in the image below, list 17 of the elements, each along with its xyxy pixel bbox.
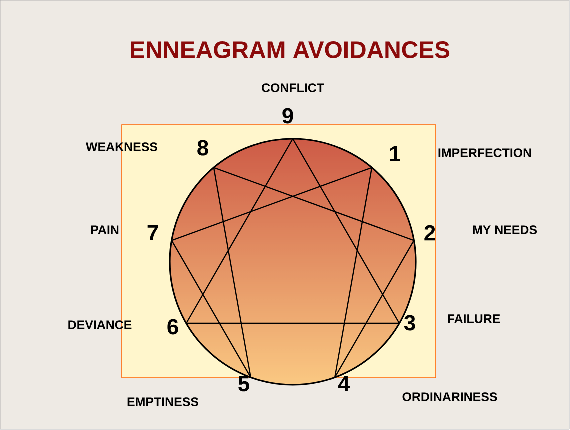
- point-number: 2: [424, 225, 436, 241]
- avoidance-label: EMPTINESS: [128, 398, 198, 406]
- title: ENNEAGRAM AVOIDANCES: [131, 42, 450, 58]
- point-number: 3: [404, 315, 416, 331]
- point-number: 5: [238, 376, 250, 392]
- point-number: 6: [168, 319, 178, 335]
- avoidance-label: IMPERFECTION: [438, 148, 532, 158]
- point-number: 8: [198, 140, 208, 156]
- avoidance-label: ORDINARINESS: [402, 392, 498, 402]
- avoidance-label: PAIN: [91, 226, 119, 234]
- point-number: 7: [148, 225, 158, 241]
- avoidance-label: MY NEEDS: [473, 226, 538, 234]
- point-number: 1: [390, 146, 400, 162]
- point-number: 9: [282, 108, 294, 124]
- point-number: 4: [338, 376, 350, 392]
- avoidance-label: CONFLICT: [262, 84, 324, 92]
- avoidance-label: FAILURE: [448, 314, 500, 324]
